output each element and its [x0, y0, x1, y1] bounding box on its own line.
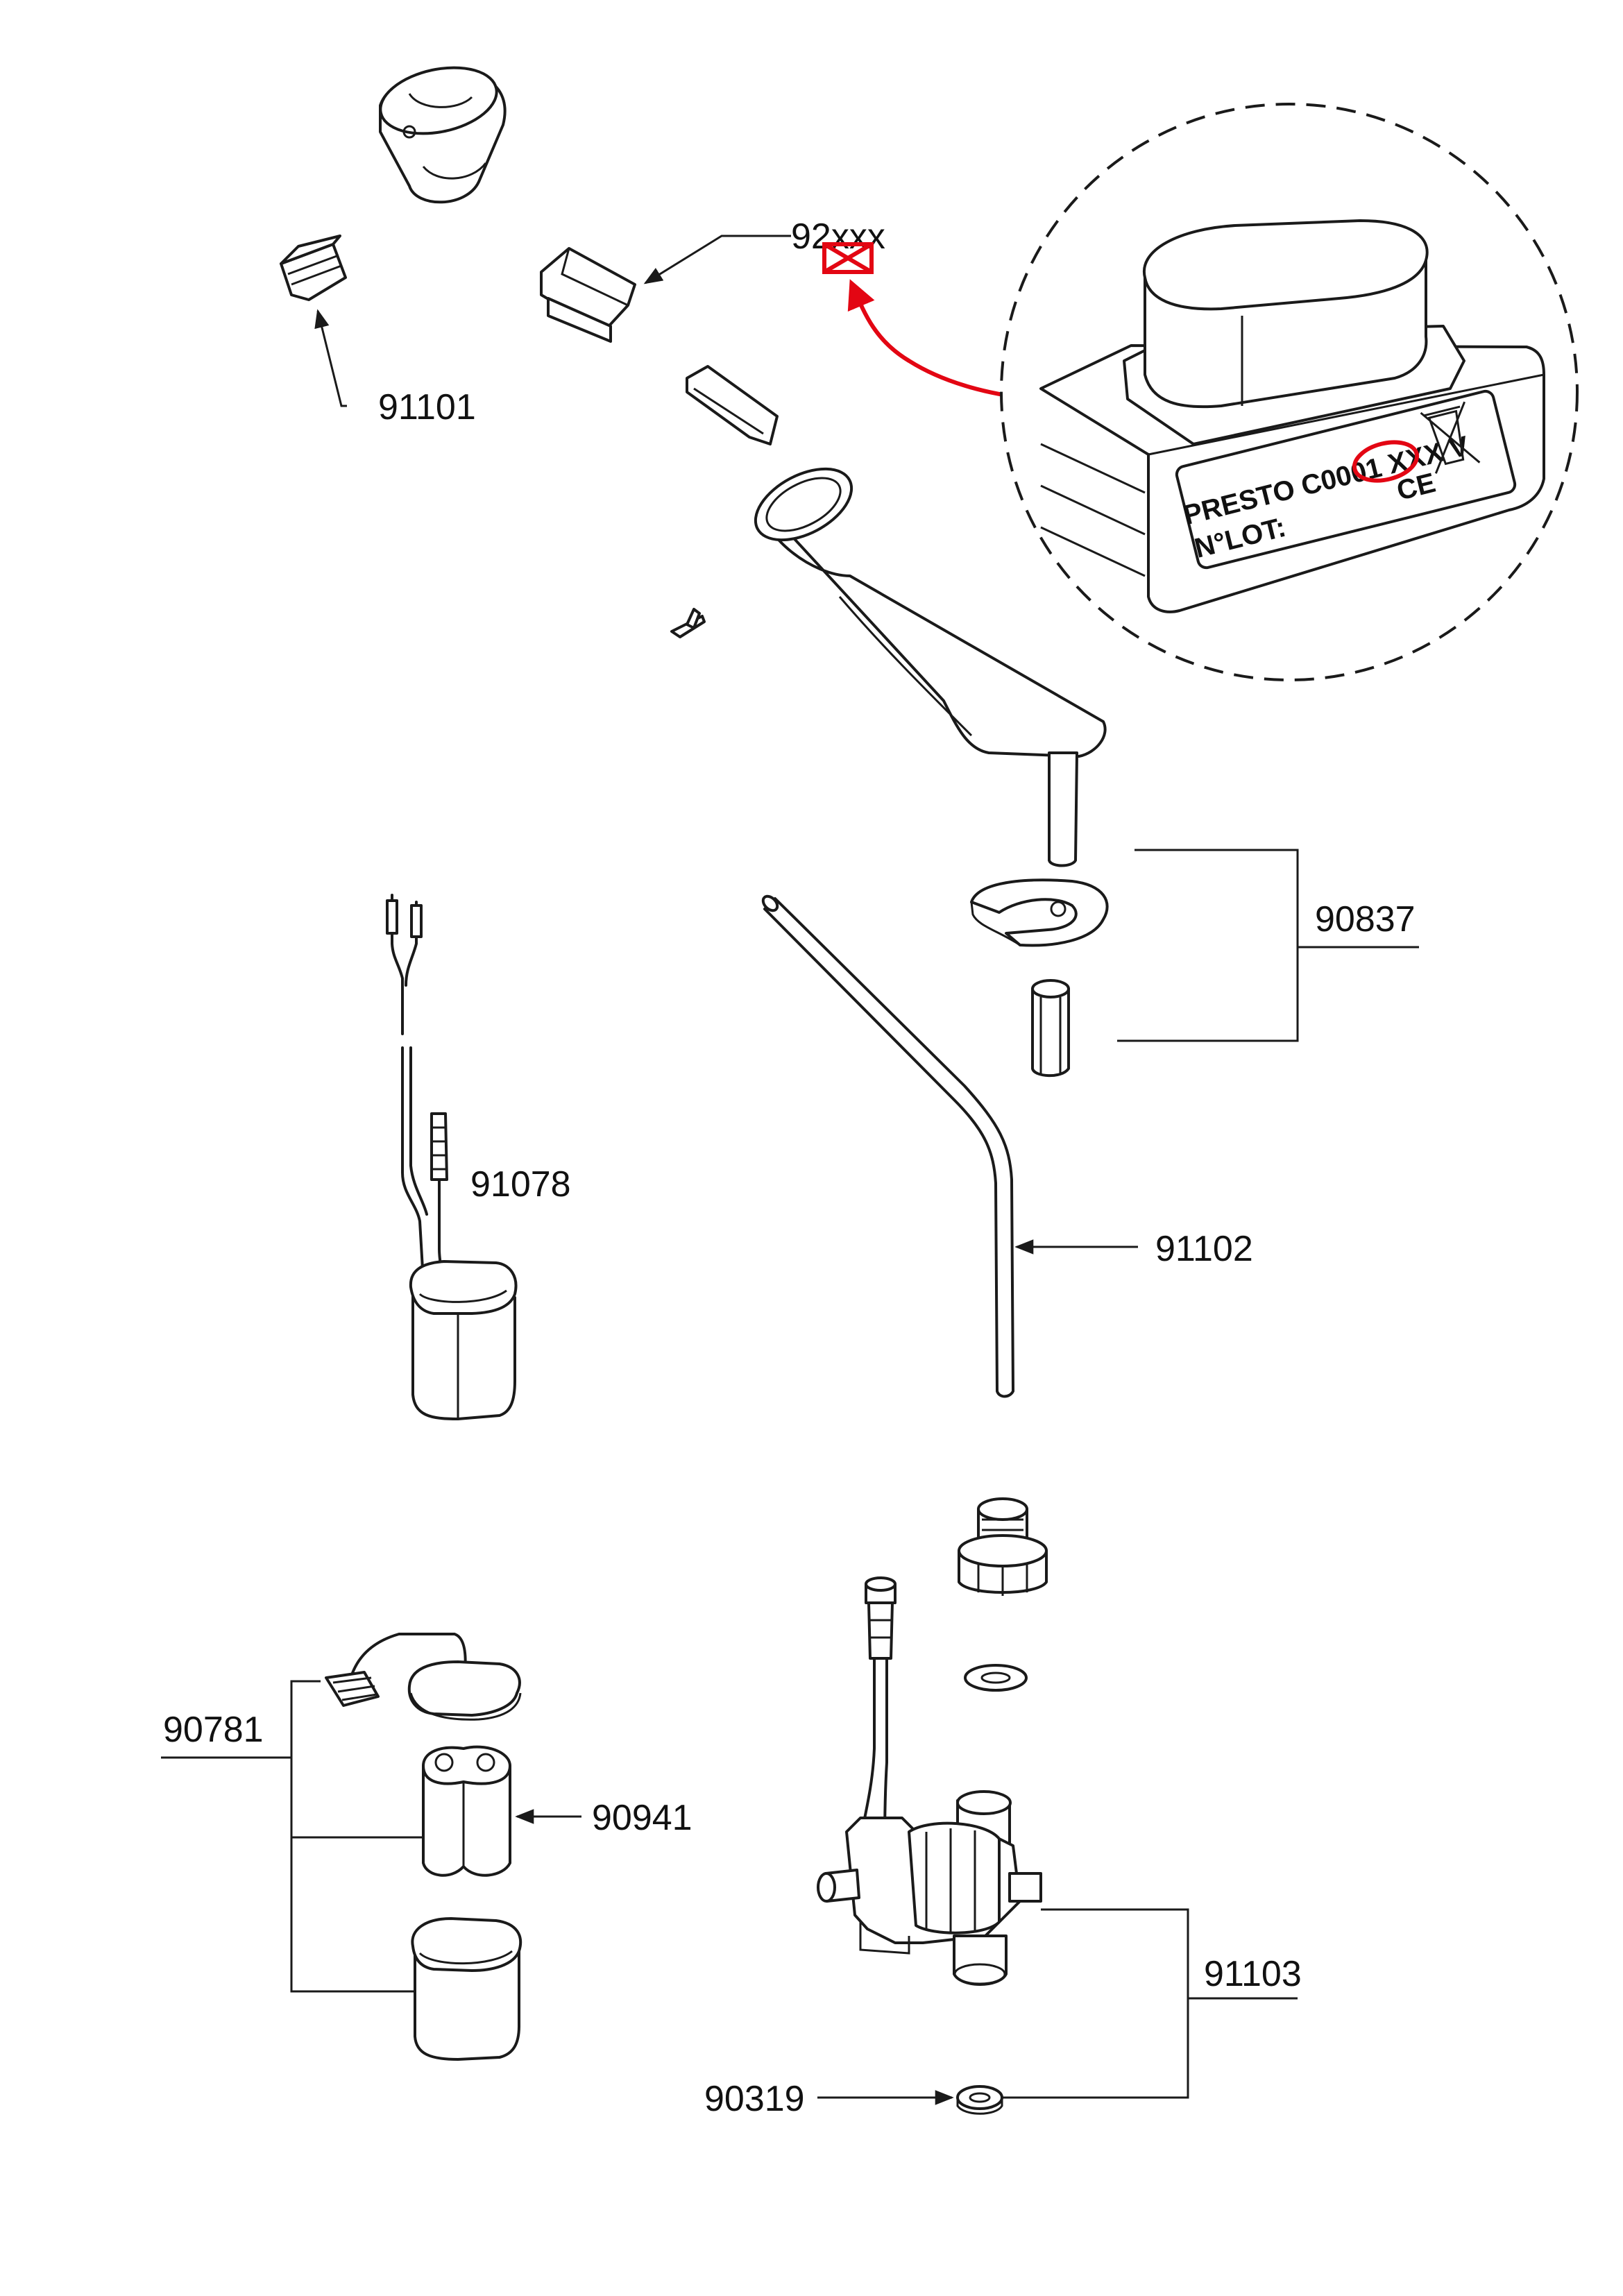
washer-part: [956, 2085, 1003, 2115]
callout-valve: 91103: [1002, 1908, 1302, 2099]
red-marker-box: [822, 242, 874, 274]
battery-case-part: [411, 1917, 522, 2061]
detail-circle: PRESTO C0001 XXX V N°LOT: CE: [1000, 103, 1579, 681]
label-valve: 91103: [1204, 1954, 1302, 1994]
valve-cable-part: [859, 1576, 897, 1847]
clip-part: [686, 365, 779, 445]
callout-ring-set: 90837: [1117, 849, 1419, 1042]
valve-body-part: [817, 1790, 1042, 1986]
cable-part: [386, 894, 449, 1306]
inlet-fitting-part: [958, 1497, 1048, 1596]
battery-insert-part: [422, 1745, 511, 1877]
label-cable: 91078: [470, 1164, 571, 1205]
label-aerator: 91101: [378, 387, 476, 427]
crossed-bin-icon: [1420, 401, 1481, 474]
cap-part: [540, 247, 636, 343]
label-washer: 90319: [704, 2079, 805, 2119]
screw-part: [670, 608, 706, 638]
aerator-part: [280, 235, 347, 301]
callout-tube: 91102: [1014, 1229, 1253, 1269]
callout-battery-box: 90781: [161, 1680, 423, 1993]
callout-aerator: 91101: [314, 309, 476, 427]
label-battery-box: 90781: [163, 1710, 264, 1750]
nut-part: [1031, 979, 1070, 1078]
label-ring-set: 90837: [1315, 899, 1416, 939]
red-highlight-oval: [1352, 440, 1420, 483]
spout-part: [754, 467, 1107, 867]
knob-part: [379, 66, 507, 204]
callout-washer: 90319: [704, 2079, 954, 2119]
callout-battery-insert: 90941: [515, 1798, 692, 1838]
valve-washer-part: [964, 1664, 1028, 1692]
ring-part: [970, 878, 1109, 947]
label-tube: 91102: [1155, 1229, 1253, 1269]
label-battery-insert: 90941: [592, 1798, 692, 1838]
battery-cover-part: [325, 1633, 522, 1721]
battery-pouch-part: [409, 1260, 518, 1420]
tube-part: [761, 894, 1014, 1398]
